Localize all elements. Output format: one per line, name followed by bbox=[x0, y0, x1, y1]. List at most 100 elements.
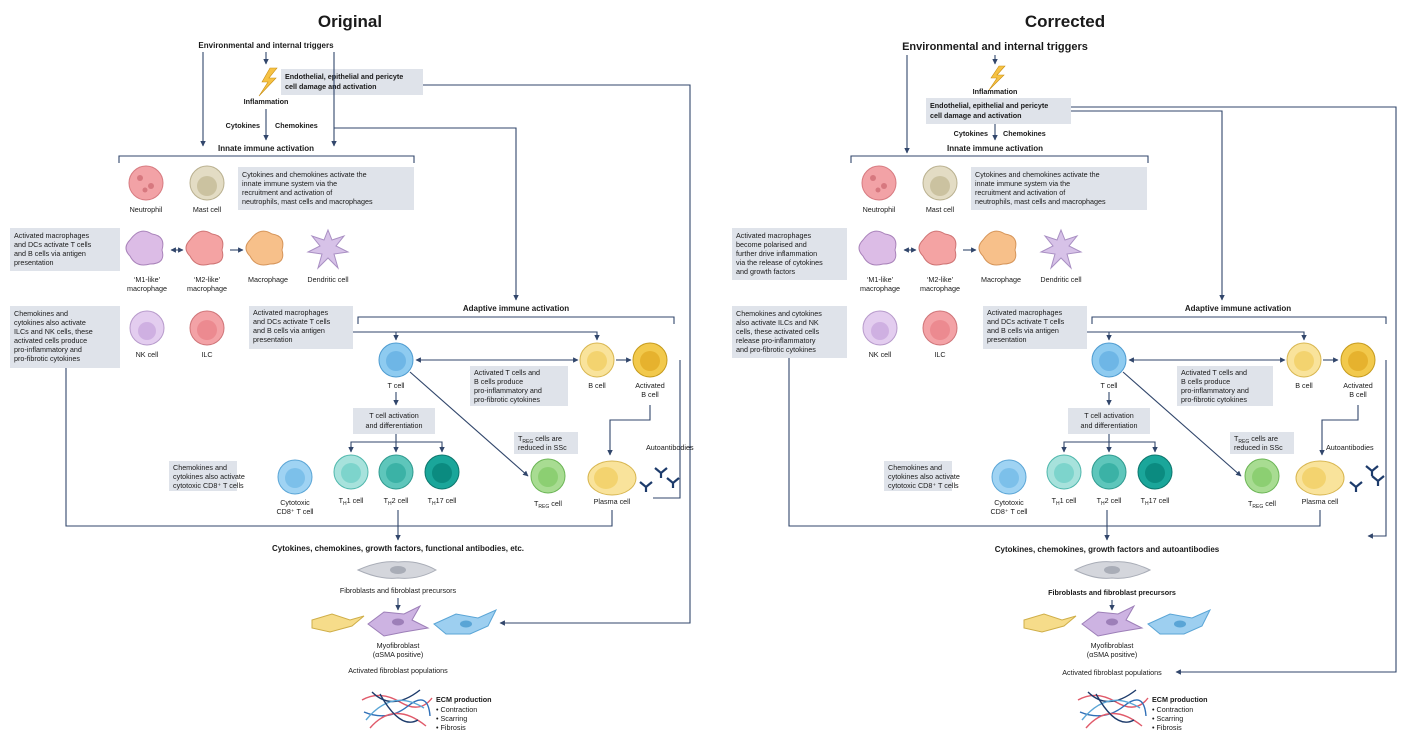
innate-note-line: Cytokines and chemokines activate the bbox=[242, 170, 367, 179]
b-cell-label: B cell bbox=[1295, 381, 1313, 390]
tb-note-line: pro-inflammatory and bbox=[474, 386, 542, 395]
damage-box bbox=[926, 98, 1071, 124]
macro-note-line: further drive inflammation bbox=[736, 249, 817, 258]
fibroblast-label: Fibroblasts and fibroblast precursors bbox=[1048, 588, 1176, 597]
products-label: Cytokines, chemokines, growth factors an… bbox=[995, 545, 1220, 554]
m1-macrophage-icon bbox=[858, 230, 897, 266]
neutrophil-label: Neutrophil bbox=[130, 205, 163, 214]
ilc-label: ILC bbox=[201, 350, 212, 359]
treg-note-line: reduced in SSc bbox=[518, 443, 567, 452]
ilc-note bbox=[732, 306, 847, 358]
th2-label: TH2 cell bbox=[1097, 496, 1122, 507]
chemokines-label: Chemokines bbox=[1003, 129, 1046, 138]
tb-note-line: Activated T cells and bbox=[1181, 368, 1247, 377]
damage-line-1: Endothelial, epithelial and pericyte bbox=[285, 72, 403, 81]
dendritic-cell-icon bbox=[1039, 228, 1083, 270]
m1-label: macrophage bbox=[860, 284, 900, 293]
ecm-title: ECM production bbox=[436, 695, 492, 704]
innate-note-line: innate immune system via the bbox=[975, 179, 1070, 188]
innate-note-line: neutrophils, mast cells and macrophages bbox=[975, 197, 1106, 206]
fibroblast-yellow-icon bbox=[1023, 613, 1077, 633]
macrophage-label: Macrophage bbox=[981, 275, 1021, 284]
ilc-note bbox=[10, 306, 120, 368]
innate-note-line: recruitment and activation of bbox=[975, 188, 1065, 197]
b-cell-label: B cell bbox=[588, 381, 606, 390]
apc-note bbox=[249, 306, 353, 349]
activated-b-label: B cell bbox=[1349, 390, 1367, 399]
ecm-fibres-icon bbox=[1077, 689, 1149, 729]
t-activation-line: T cell activation bbox=[1084, 411, 1133, 420]
innate-note-line: recruitment and activation of bbox=[242, 188, 332, 197]
macrophage-icon bbox=[245, 230, 284, 266]
ilc-note-line: pro-fibrotic cytokines bbox=[14, 354, 80, 363]
tb-note-line: pro-fibrotic cytokines bbox=[1181, 395, 1247, 404]
tb-note bbox=[1177, 366, 1273, 406]
panel-original: Original Environmental and internal trig… bbox=[10, 12, 694, 732]
th2-label: TH2 cell bbox=[384, 496, 409, 507]
myofibroblast-label: Myofibroblast bbox=[377, 641, 420, 650]
innate-note bbox=[971, 167, 1147, 210]
ilc-note-line: activated cells produce bbox=[14, 336, 87, 345]
m1-macrophage-icon bbox=[125, 230, 164, 266]
antibody-icon bbox=[639, 467, 680, 492]
cytotoxic-label: Cytotoxic bbox=[280, 498, 310, 507]
lightning-icon bbox=[988, 65, 1006, 91]
t-activation-line: and differentiation bbox=[1080, 421, 1137, 430]
ecm-item: • Scarring bbox=[436, 714, 467, 723]
cytokines-label: Cytokines bbox=[226, 121, 260, 130]
cytotoxic-label: CD8⁺ T cell bbox=[276, 507, 313, 516]
macro-note-line: via the release of cytokines bbox=[736, 258, 823, 267]
cytotoxic-label: Cytotoxic bbox=[994, 498, 1024, 507]
apc-note bbox=[983, 306, 1087, 349]
macro-note bbox=[732, 228, 847, 280]
macro-note-line: Activated macrophages bbox=[736, 231, 812, 240]
myofibroblast-label: (αSMA positive) bbox=[1087, 650, 1138, 659]
m2-macrophage-icon bbox=[918, 230, 957, 266]
innate-note-line: innate immune system via the bbox=[242, 179, 337, 188]
treg-note-prefix: TREG cells are bbox=[518, 434, 562, 445]
fibroblast-label: Fibroblasts and fibroblast precursors bbox=[340, 586, 457, 595]
ecm-item: • Contraction bbox=[436, 705, 477, 714]
macro-note-line: and growth factors bbox=[736, 267, 796, 276]
macro-note-line: presentation bbox=[14, 258, 54, 267]
ilc-label: ILC bbox=[934, 350, 945, 359]
innate-heading: Innate immune activation bbox=[947, 144, 1043, 153]
m2-label: ‘M2-like’ bbox=[194, 275, 221, 284]
activated-b-label: Activated bbox=[635, 381, 665, 390]
cd8-note-line: cytokines also activate bbox=[173, 472, 245, 481]
ilc-note-line: cytokines also activate bbox=[14, 318, 86, 327]
triggers-heading: Environmental and internal triggers bbox=[198, 41, 334, 50]
m1-label: ‘M1-like’ bbox=[867, 275, 894, 284]
th1-label: TH1 cell bbox=[1052, 496, 1077, 507]
neutrophil-icon bbox=[861, 165, 897, 201]
t-cell-label: T cell bbox=[1100, 381, 1117, 390]
cytotoxic-label: CD8⁺ T cell bbox=[990, 507, 1027, 516]
treg-note bbox=[1230, 432, 1294, 454]
macro-note bbox=[10, 228, 120, 271]
cd8-note-line: cytokines also activate bbox=[888, 472, 960, 481]
panel-corrected: Corrected Environmental and internal tri… bbox=[732, 12, 1397, 732]
ecm-item: • Fibrosis bbox=[1152, 723, 1182, 732]
ecm-title: ECM production bbox=[1152, 695, 1208, 704]
adaptive-heading: Adaptive immune activation bbox=[1185, 304, 1291, 313]
cytokines-label: Cytokines bbox=[954, 129, 988, 138]
ecm-fibres-icon bbox=[361, 689, 433, 729]
myofibroblast-label: (αSMA positive) bbox=[373, 650, 424, 659]
t-cell-label: T cell bbox=[387, 381, 404, 390]
populations-label: Activated fibroblast populations bbox=[348, 666, 448, 675]
apc-note-line: and DCs activate T cells bbox=[987, 317, 1065, 326]
innate-note-line: neutrophils, mast cells and macrophages bbox=[242, 197, 373, 206]
tb-note-line: B cells produce bbox=[474, 377, 523, 386]
mast-cell-label: Mast cell bbox=[193, 205, 222, 214]
mast-cell-label: Mast cell bbox=[926, 205, 955, 214]
damage-line-1: Endothelial, epithelial and pericyte bbox=[930, 101, 1048, 110]
t-activation-box bbox=[1068, 408, 1150, 434]
activated-b-label: Activated bbox=[1343, 381, 1373, 390]
m1-label: ‘M1-like’ bbox=[134, 275, 161, 284]
inflammation-label: Inflammation bbox=[244, 97, 289, 106]
t-activation-box bbox=[353, 408, 435, 434]
m2-macrophage-icon bbox=[185, 230, 224, 266]
apc-note-line: Activated macrophages bbox=[253, 308, 329, 317]
autoantibodies-label: Autoantibodies bbox=[1326, 443, 1374, 452]
